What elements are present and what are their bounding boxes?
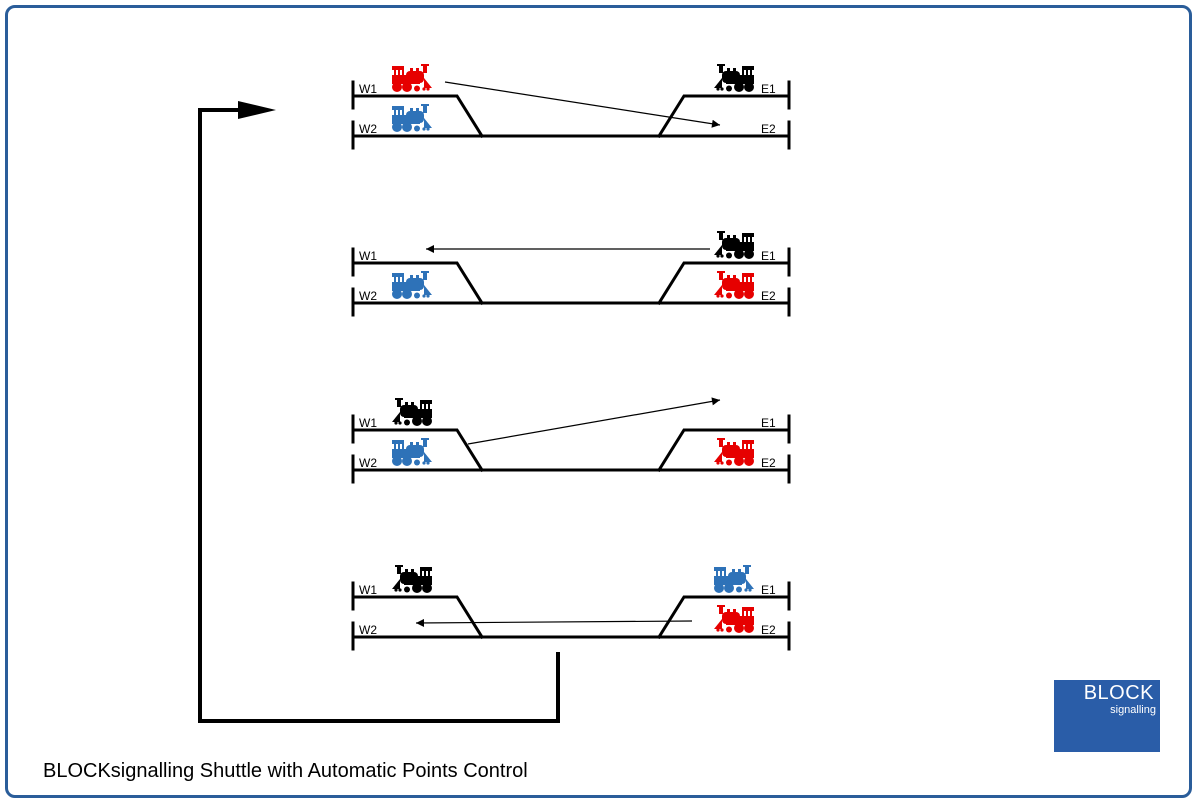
track-layout [351,80,791,150]
label-w1: W1 [359,249,377,263]
label-e1: E1 [761,583,776,597]
red-locomotive-e2 [714,438,754,466]
label-e1: E1 [761,249,776,263]
blue-locomotive-w2 [392,104,432,132]
track-layout [351,581,791,651]
label-e2: E2 [761,122,776,136]
blocksignalling-logo: BLOCK signalling [1054,680,1160,752]
move-arrow-w1-to-e2 [444,81,721,128]
red-locomotive-e2 [714,605,754,633]
panel-2 [351,231,791,317]
panel-4 [351,565,791,651]
blue-locomotive-w2 [392,438,432,466]
label-w2: W2 [359,456,377,470]
track-layout [351,247,791,317]
label-w1: W1 [359,583,377,597]
black-locomotive-e1 [714,64,754,92]
red-locomotive-w1 [392,64,432,92]
blue-locomotive-e1 [714,565,754,593]
black-locomotive-w1 [392,565,432,593]
diagram-frame [5,5,1192,798]
red-locomotive-e2 [714,271,754,299]
label-w2: W2 [359,623,377,637]
logo-title: BLOCK [1083,682,1154,704]
label-e2: E2 [761,456,776,470]
black-locomotive-e1 [714,231,754,259]
track-layout [351,414,791,484]
logo-subtitle: signalling [1110,704,1156,716]
label-e2: E2 [761,623,776,637]
label-e1: E1 [761,416,776,430]
label-w2: W2 [359,122,377,136]
black-locomotive-w1 [392,398,432,426]
label-e2: E2 [761,289,776,303]
caption: BLOCKsignalling Shuttle with Automatic P… [43,760,528,782]
move-arrow-e2-to-w2 [415,618,693,627]
loop-back-arrow [198,108,560,723]
panel-3 [351,397,791,484]
loop-back-arrowhead [238,101,276,119]
panel-1 [351,64,791,150]
label-w1: W1 [359,416,377,430]
label-w1: W1 [359,82,377,96]
label-w2: W2 [359,289,377,303]
blue-locomotive-w2 [392,271,432,299]
label-e1: E1 [761,82,776,96]
move-arrow-w2-to-e1 [467,397,721,445]
